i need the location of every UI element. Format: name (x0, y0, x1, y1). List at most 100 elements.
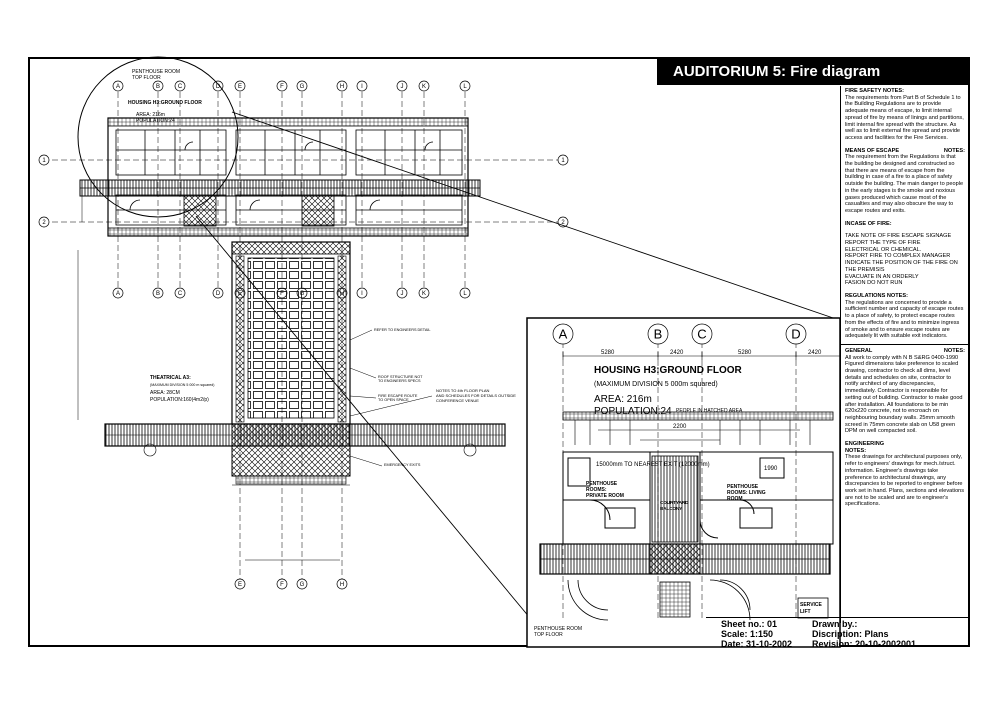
grid-bubble-label: I (361, 291, 363, 297)
engineering-notes: ENGINEERING NOTES: These drawings for ar… (845, 441, 965, 508)
grid-bubble-label: D (791, 327, 800, 342)
dim-2: 2420 (670, 350, 684, 356)
engineering-heading: ENGINEERING (845, 441, 885, 448)
grid-bubble (296, 80, 308, 92)
regulations-body: The regulations are concerned to provide… (845, 299, 964, 340)
grid-bubble-label: A (116, 84, 120, 90)
grid-bubble (691, 323, 713, 345)
dim-mid: 2200 (673, 424, 687, 430)
grid-bubble-label: E (238, 84, 242, 90)
general-heading-right: NOTES: (943, 347, 965, 354)
grid-bubble (152, 80, 164, 92)
regulations-heading: REGULATIONS NOTES: (845, 292, 908, 299)
svg-text:TOP FLOOR: TOP FLOOR (132, 75, 161, 81)
detail-nearest-exit: 15000mm TO NEAREST EXIT (12000mm) (596, 462, 710, 468)
detail-room2: PENTHOUSE (727, 484, 759, 490)
grid-bubble (459, 287, 471, 299)
svg-text:AND SCHEDULES FOR DETAILS OUTS: AND SCHEDULES FOR DETAILS OUTSIDE (436, 393, 516, 398)
scale: Scale: 1:150 (721, 629, 774, 639)
svg-text:ROOM: ROOM (727, 496, 743, 502)
sheet-number: Sheet no.: 01 (721, 619, 778, 629)
regulations-notes: REGULATIONS NOTES: The regulations are c… (845, 293, 965, 340)
grid-bubble-label: J (401, 84, 404, 90)
grid-bubble (212, 287, 224, 299)
general-heading: GENERAL (845, 347, 873, 354)
grid-bubble-label: A (116, 291, 120, 297)
incase-line: FASION DO NOT RUN (845, 280, 903, 287)
svg-text:ROOF STRUCTURE NOT: ROOF STRUCTURE NOT (378, 375, 423, 379)
grid-bubble (396, 80, 408, 92)
detail-penthouse-bottom: PENTHOUSE ROOM (534, 626, 582, 632)
grid-bubble (418, 80, 430, 92)
incase-line: REPORT THE TYPE OF FIRE (845, 240, 921, 247)
grid-bubble (647, 323, 669, 345)
theatrical-label: THEATRICAL A3: (150, 375, 191, 381)
svg-text:ROOMS: LIVING: ROOMS: LIVING (727, 490, 766, 496)
incase-line: EVACUATE IN AN ORDERLY (845, 273, 919, 280)
svg-text:TO OPEN SPACE: TO OPEN SPACE (378, 398, 409, 402)
grid-bubble-label: B (156, 84, 160, 90)
grid-bubble-label: B (654, 327, 663, 342)
grid-bubble-label: K (422, 84, 426, 90)
grid-bubble (276, 578, 288, 590)
incase-of-fire-heading: INCASE OF FIRE: (845, 220, 892, 227)
grid-bubble (112, 287, 124, 299)
means-of-escape-heading-right: NOTES: (943, 147, 965, 154)
grid-bubble (336, 578, 348, 590)
grid-bubble (174, 80, 186, 92)
svg-text:(MAXIMUM DIVISION 5 000 m squa: (MAXIMUM DIVISION 5 000 m squared) (150, 383, 215, 387)
auditorium-plan: REFER TO ENGINEERS DETAIL ROOF STRUCTURE… (77, 190, 506, 561)
svg-text:PRIVATE ROOM: PRIVATE ROOM (586, 493, 624, 499)
grid-bubble-label: C (178, 84, 183, 90)
grid-bubble-label: C (697, 327, 706, 342)
detail-max-division: (MAXIMUM DIVISION 5 000m squared) (594, 381, 718, 388)
grid-bubble (356, 287, 368, 299)
svg-text:AREA: 216m: AREA: 216m (136, 112, 165, 118)
magnifier-circle (77, 56, 840, 619)
grid-bubble-label: C (178, 291, 183, 297)
title-block: Sheet no.: 01 Scale: 1:150 Date: 31-10-2… (706, 617, 968, 649)
svg-text:ROOMS:: ROOMS: (586, 487, 607, 493)
incase-line: TAKE NOTE OF FIRE ESCAPE SIGNAGE (845, 233, 952, 240)
theatrical-population: POPULATION:160(4m2/p) (150, 397, 209, 403)
grid-bubble-label: 2 (561, 220, 565, 226)
detail-service: SERVICE (800, 602, 823, 608)
grid-bubble-label: F (280, 582, 284, 588)
svg-text:HOUSING H3:GROUND FLOOR: HOUSING H3:GROUND FLOOR (128, 100, 202, 106)
incase-line: ELECTRICAL OR CHEMICAL. (845, 246, 922, 253)
grid-bubble-label: D (216, 291, 221, 297)
incase-line: REPORT FIRE TO COMPLEX MANAGER (845, 253, 951, 260)
grid-bubble (418, 287, 430, 299)
detail-people-note: PEOPLE IN HATCHED AREA (676, 408, 743, 414)
grid-bubble (174, 287, 186, 299)
incase-of-fire-notes: INCASE OF FIRE: TAKE NOTE OF FIRE ESCAPE… (845, 221, 965, 287)
svg-text:PENTHOUSE ROOM: PENTHOUSE ROOM (132, 69, 180, 75)
grid-bubble-label: F (280, 84, 284, 90)
engineering-heading-right: NOTES: (845, 447, 867, 454)
grid-bubble (296, 578, 308, 590)
svg-text:POPULATION:24: POPULATION:24 (136, 118, 175, 124)
grid-bubble (785, 323, 807, 345)
dim-4: 2420 (808, 350, 822, 356)
means-of-escape-heading: MEANS OF ESCAPE (845, 147, 900, 154)
housing-upper-plan (79, 117, 481, 237)
fire-safety-heading: FIRE SAFETY NOTES: (845, 88, 904, 94)
svg-text:FIRE ESCAPE ROUTE: FIRE ESCAPE ROUTE (378, 394, 418, 398)
grid-bubble (557, 154, 569, 166)
grid-bubble (552, 323, 574, 345)
grid-bubble (356, 80, 368, 92)
means-of-escape-body: The requirement from the Regulations is … (845, 154, 964, 214)
grid-bubble-label: L (463, 291, 467, 297)
general-body: All work to comply with N B S&RG 0400-19… (845, 354, 963, 435)
fire-safety-notes: FIRE SAFETY NOTES: The requirements from… (845, 88, 965, 142)
grid-bubble (212, 80, 224, 92)
grid-bubble-label: 1 (42, 158, 46, 164)
svg-text:LIFT: LIFT (800, 609, 811, 615)
detail-area: AREA: 216m (594, 394, 652, 405)
revision: Revision: 20-10-2002001 (812, 639, 917, 649)
grid-bubble-label: G (300, 84, 305, 90)
